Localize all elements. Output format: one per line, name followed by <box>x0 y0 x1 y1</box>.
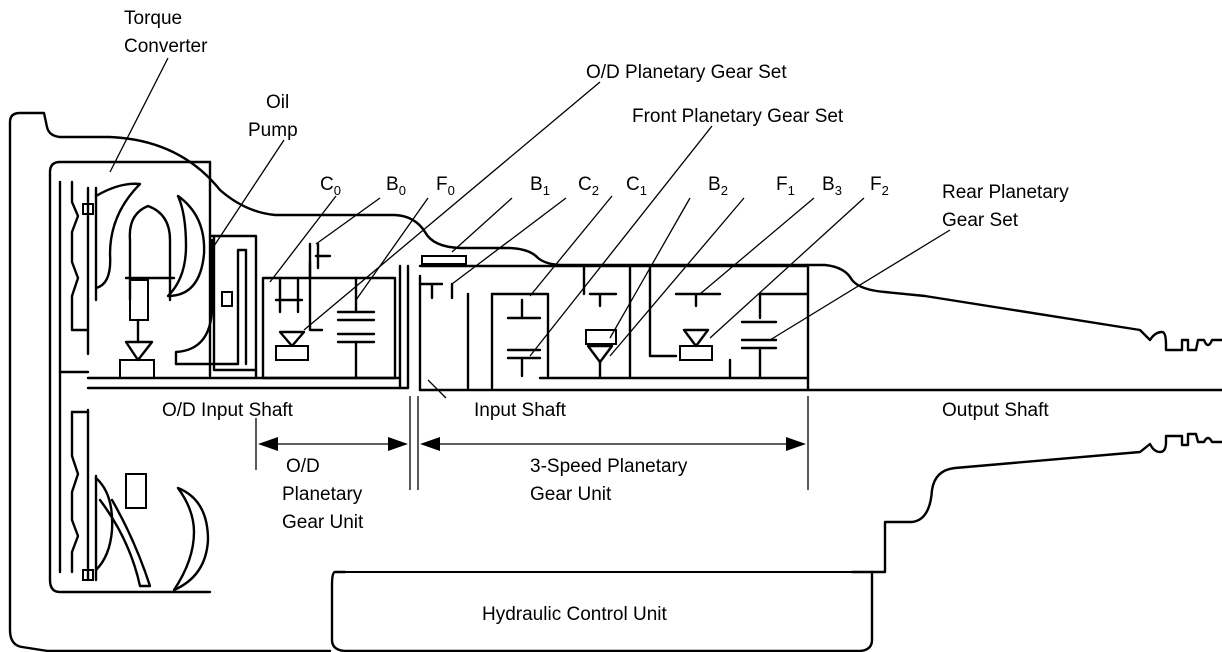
label-b3: B3 <box>822 174 842 198</box>
label-pump: Pump <box>248 120 298 141</box>
svg-text:Rear Planetary: Rear Planetary <box>942 182 1069 203</box>
label-c1: C1 <box>626 174 647 198</box>
label-b0: B0 <box>386 174 406 198</box>
shafts <box>86 263 1222 392</box>
svg-text:Hydraulic Control Unit: Hydraulic Control Unit <box>482 604 668 625</box>
transmission-housing <box>8 111 1222 652</box>
label-front-planetary-gear-set: Front Planetary Gear Set <box>632 106 844 127</box>
label-c0: C0 <box>320 174 341 198</box>
label-oil: Oil <box>266 92 289 113</box>
label-planetary: Planetary <box>282 484 363 505</box>
label-hydraulic-control-unit: Hydraulic Control Unit <box>482 604 668 625</box>
svg-text:Torque: Torque <box>124 8 182 29</box>
label-od-planetary-gear-set: O/D Planetary Gear Set <box>586 62 787 83</box>
label-b2: B2 <box>708 174 728 198</box>
label-b1: B1 <box>530 174 550 198</box>
label-c2: C2 <box>578 174 599 198</box>
svg-text:Pump: Pump <box>248 120 298 141</box>
svg-text:Gear Unit: Gear Unit <box>282 512 364 533</box>
dimension-lines <box>255 396 809 490</box>
label-f1: F1 <box>776 174 795 198</box>
svg-text:Oil: Oil <box>266 92 289 113</box>
svg-text:O/D: O/D <box>286 456 320 477</box>
label-od-input-shaft: O/D Input Shaft <box>162 400 294 421</box>
label-od: O/D <box>286 456 320 477</box>
torque-converter <box>48 160 212 594</box>
svg-text:Gear Set: Gear Set <box>942 210 1019 231</box>
label-rear-planetary: Rear Planetary <box>942 182 1069 203</box>
label-torque: Torque <box>124 8 182 29</box>
svg-text:Input Shaft: Input Shaft <box>474 400 567 421</box>
label-gear-unit-od: Gear Unit <box>282 512 364 533</box>
svg-text:O/D Planetary Gear Set: O/D Planetary Gear Set <box>586 62 787 83</box>
oil-pump <box>174 234 258 380</box>
label-output-shaft: Output Shaft <box>942 400 1049 421</box>
svg-text:Front Planetary Gear Set: Front Planetary Gear Set <box>632 106 844 127</box>
label-f0: F0 <box>436 174 455 198</box>
label-converter: Converter <box>124 36 208 57</box>
label-f2: F2 <box>870 174 889 198</box>
svg-text:Gear Unit: Gear Unit <box>530 484 612 505</box>
leader-lines <box>109 57 951 399</box>
three-speed-planetary-section <box>418 255 810 390</box>
label-gear-unit-3speed: Gear Unit <box>530 484 612 505</box>
svg-text:O/D Input Shaft: O/D Input Shaft <box>162 400 294 421</box>
label-gear-set: Gear Set <box>942 210 1019 231</box>
label-3-speed-planetary: 3-Speed Planetary <box>530 456 688 477</box>
labels: Torque Converter Oil Pump O/D Planetary … <box>124 8 1069 625</box>
label-input-shaft: Input Shaft <box>474 400 567 421</box>
svg-text:Output Shaft: Output Shaft <box>942 400 1049 421</box>
od-planetary-section <box>261 242 397 380</box>
svg-text:Converter: Converter <box>124 36 208 57</box>
svg-text:Planetary: Planetary <box>282 484 363 505</box>
svg-text:3-Speed Planetary: 3-Speed Planetary <box>530 456 688 477</box>
